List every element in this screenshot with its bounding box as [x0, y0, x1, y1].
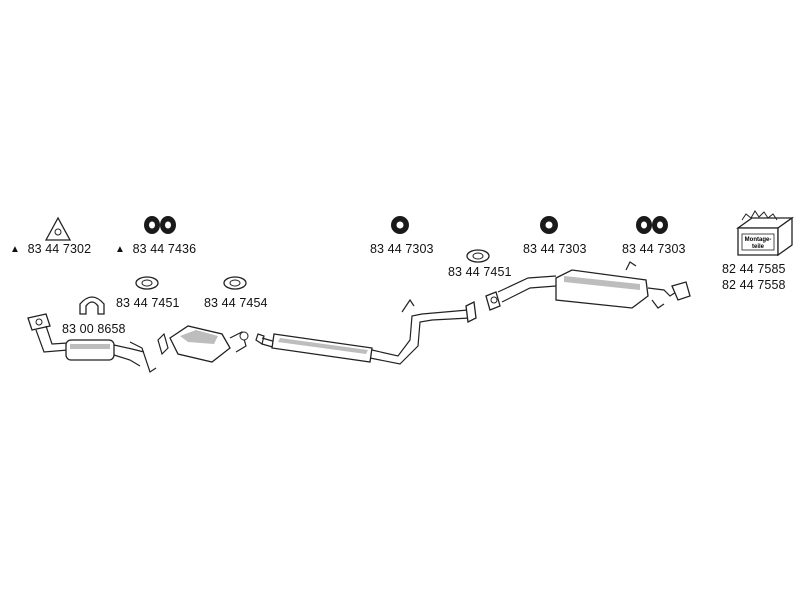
mounting-kit-box-icon: Montage- teile [735, 210, 795, 257]
part-number-rear-hangers: 83 44 7303 [622, 242, 686, 256]
catalytic-converter [157, 325, 249, 363]
part-number-center-gasket: 83 44 7451 [448, 265, 512, 279]
part-number-hangers: 83 44 7436 [115, 242, 196, 256]
part-number-rear-hanger: 83 44 7303 [523, 242, 587, 256]
part-number-gasket-middle-1: 83 44 7451 [116, 296, 180, 310]
kit-box-label-line2: teile [752, 244, 765, 250]
clamp-icon [79, 296, 105, 315]
kit-box-label-line1: Montage- [745, 237, 772, 243]
front-pipe [27, 313, 157, 373]
part-number-center-hanger: 83 44 7303 [370, 242, 434, 256]
gasket-icon [135, 276, 159, 290]
rubber-hanger-icon [636, 216, 668, 234]
rubber-hanger-icon [391, 216, 409, 234]
part-number-gasket-middle-2: 83 44 7454 [204, 296, 268, 310]
part-number-text: 83 44 7302 [27, 242, 92, 256]
part-number-text: 83 44 7436 [132, 242, 197, 256]
gasket-icon [223, 276, 247, 290]
gasket-icon [466, 249, 490, 263]
rear-silencer [485, 261, 691, 311]
part-number-kit-1: 82 44 7585 [722, 262, 786, 276]
rubber-hanger-icon [144, 216, 176, 234]
part-number-kit-2: 82 44 7558 [722, 278, 786, 292]
part-number-gasket: 83 44 7302 [10, 242, 91, 256]
gasket-icon [44, 216, 72, 241]
intermediate-pipe-center-silencer [255, 298, 477, 365]
part-number-clamp: 83 00 8658 [62, 322, 126, 336]
rubber-hanger-icon [540, 216, 558, 234]
